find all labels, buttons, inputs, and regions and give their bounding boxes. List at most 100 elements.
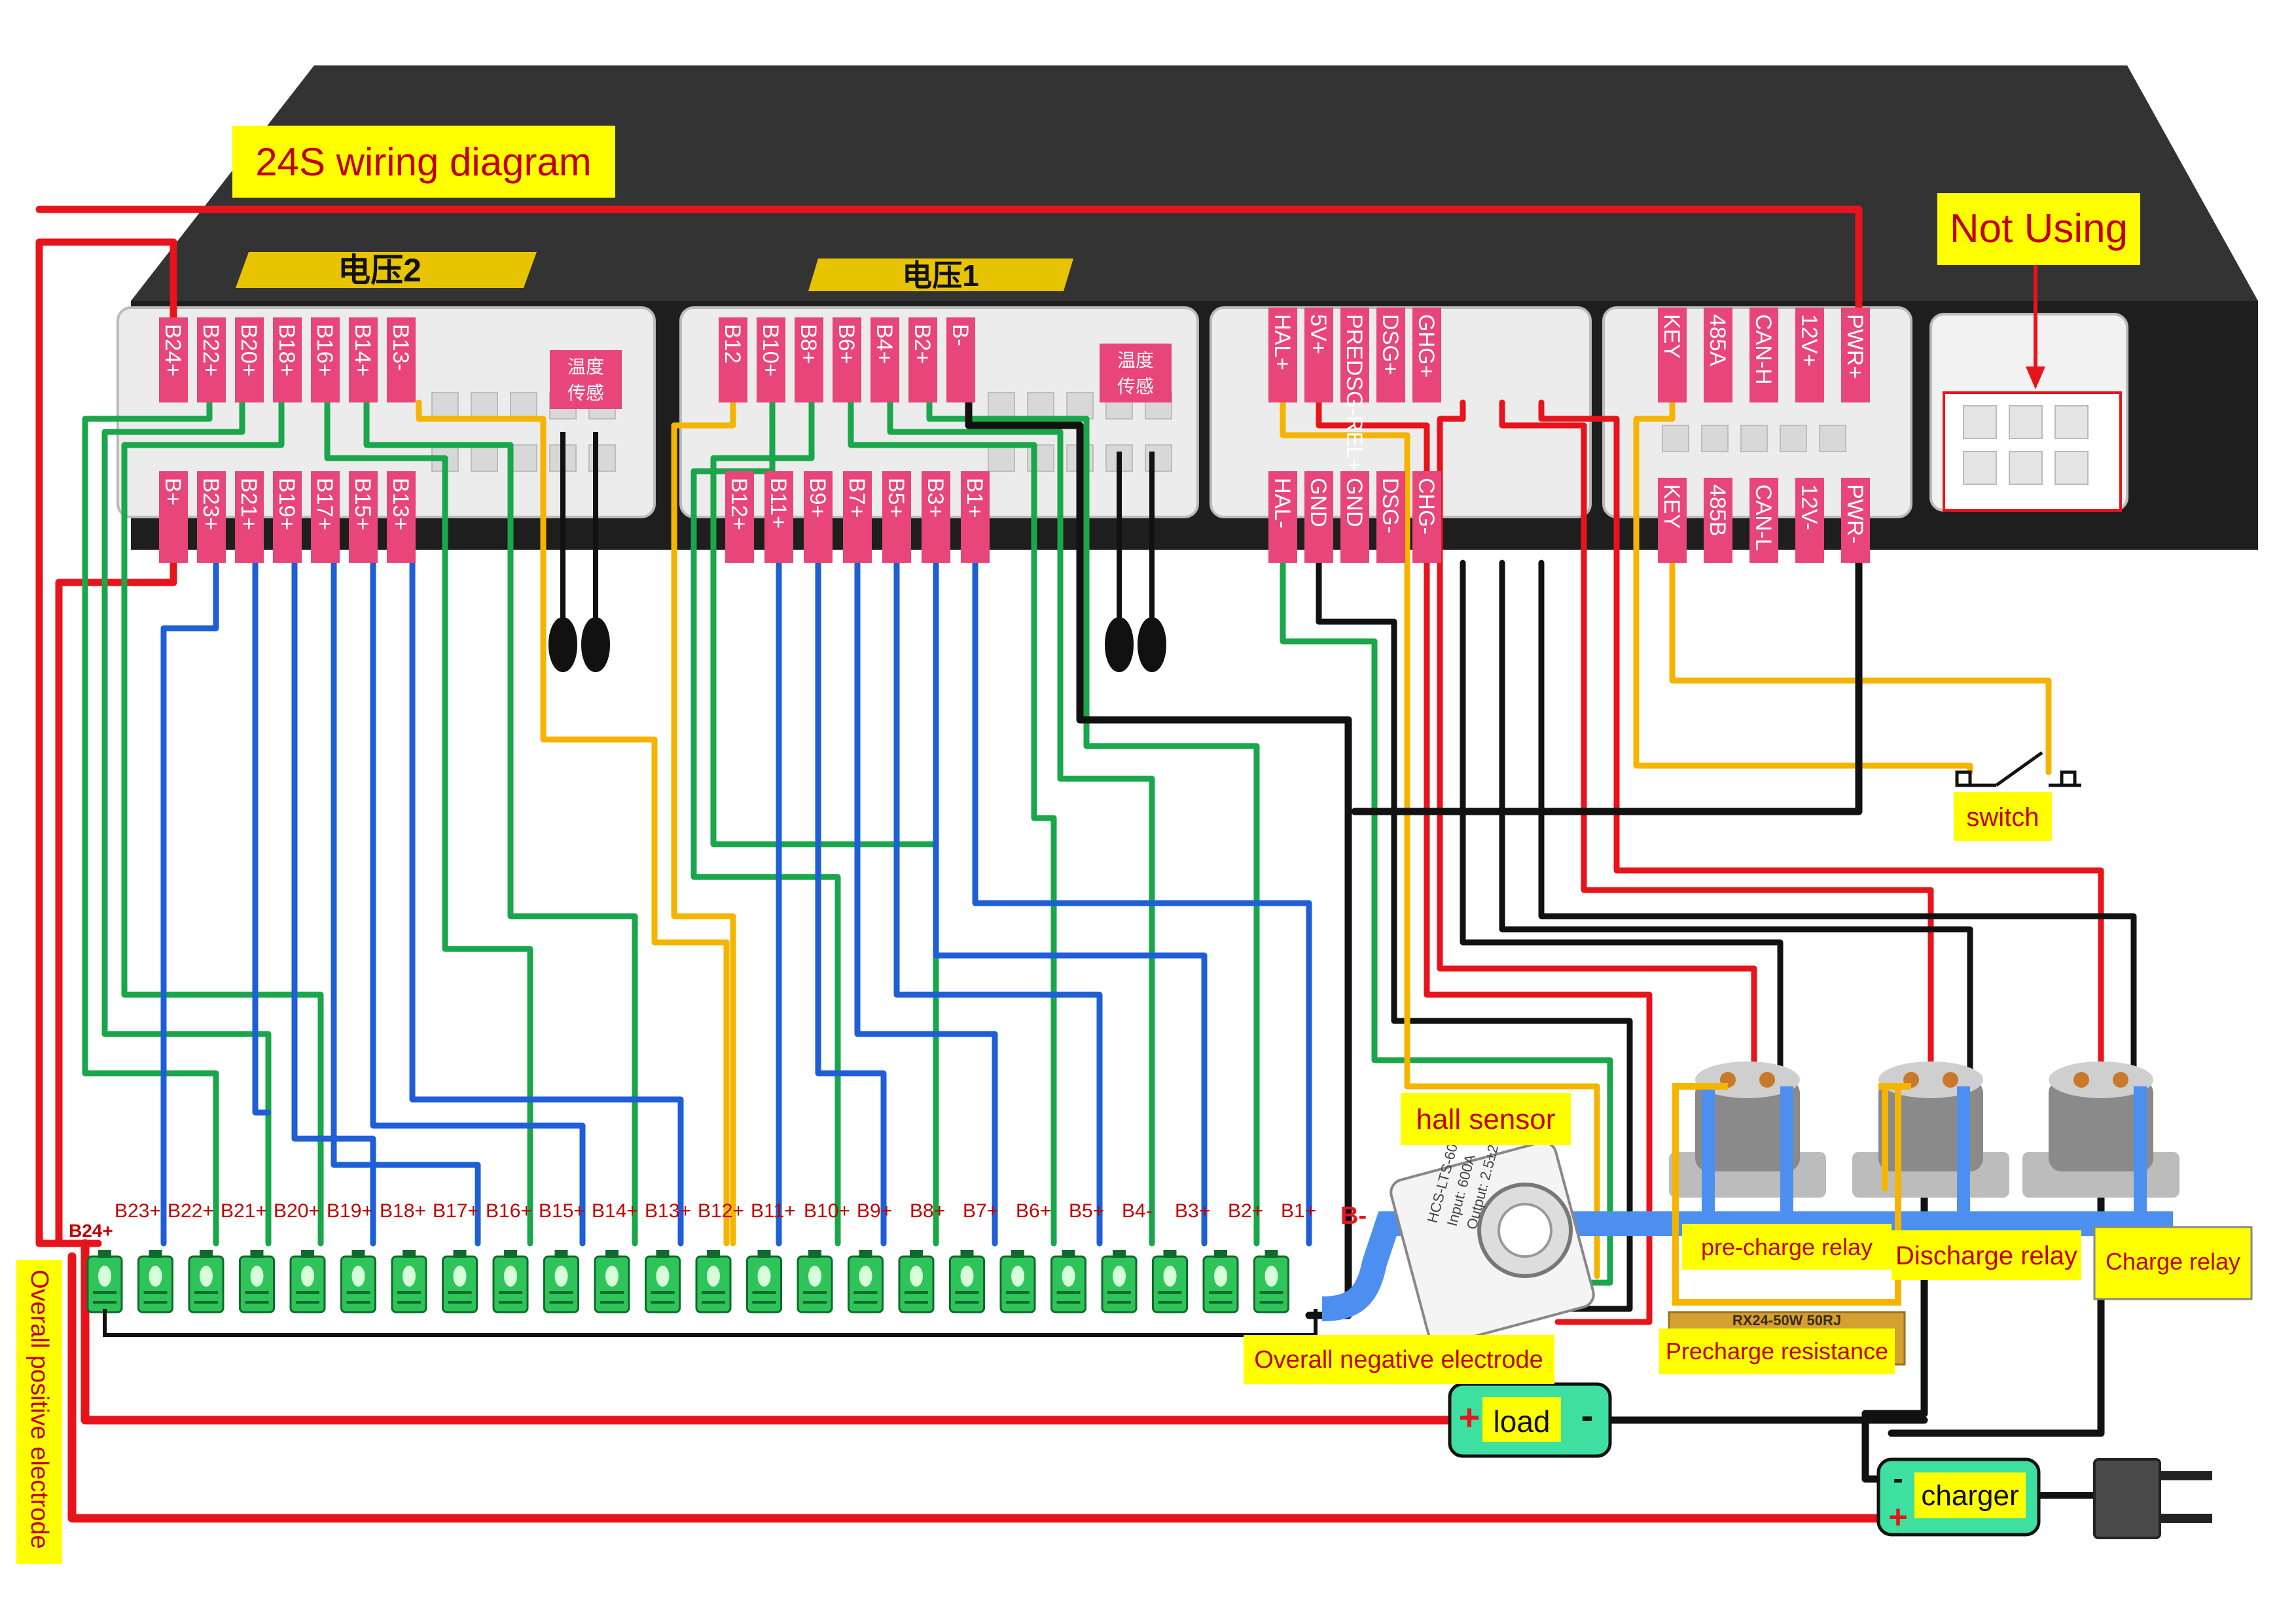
pin-label: B12+ [726, 478, 751, 530]
battery-cell-icon [898, 1250, 935, 1313]
wire-green [121, 399, 324, 1247]
battery-cell-icon [797, 1250, 833, 1313]
pin-label: B21+ [236, 478, 261, 530]
cell-labels: B24+B23+B22+B21+B20+B19+B18+B17+B16+B15+… [69, 1200, 1367, 1241]
cell-label: B23+ [115, 1200, 161, 1222]
wire-green [887, 399, 1155, 1247]
cell-label: B3+ [1175, 1200, 1210, 1222]
pin-label: DSG- [1378, 478, 1403, 533]
cell-label: B12+ [698, 1200, 744, 1222]
wire-positive-charger [67, 1252, 1903, 1523]
wire-yellow [416, 399, 730, 1247]
pin-connector_v2_bottom-1: B23+ [197, 471, 226, 563]
precharge-relay-label: pre-charge relay [1701, 1234, 1873, 1260]
pin-label: HAL- [1270, 478, 1295, 528]
cell-label: B7+ [963, 1200, 998, 1222]
wire-yellow-hal [1280, 399, 1600, 1279]
pin-label: B17+ [312, 478, 337, 530]
pin-connector_v2_top-1: B22+ [197, 317, 226, 402]
bms-box [117, 65, 2258, 550]
connector-pins: B24+B22+B20+B18+B16+B14+B13-B+B23+B21+B1… [159, 308, 1870, 563]
pin-connector_v2_bottom-3: B19+ [273, 471, 302, 563]
temp-sensor-line2: 传感 [1117, 376, 1154, 397]
cell-label: B22+ [168, 1200, 214, 1222]
pin-connector_v1_top-1: B10+ [757, 317, 785, 402]
charger-terminal [1876, 1457, 2041, 1537]
charge-label-box [2093, 1226, 2253, 1300]
pin-connector_comm_bottom-3: 12V- [1795, 478, 1824, 563]
cell-label: B21+ [221, 1200, 267, 1222]
pin-connector_v1_bottom-3: B7+ [843, 471, 872, 563]
pin-connector_v2_bottom-4: B17+ [311, 471, 340, 563]
cell-label: B4- [1122, 1200, 1153, 1222]
pin-connector_v1_top-4: B4+ [870, 317, 899, 402]
pin-label: B4+ [872, 324, 897, 364]
pin-connector_v2_top-4: B16+ [311, 317, 340, 402]
pin-connector_comm_bottom-1: 485B [1704, 478, 1732, 563]
pin-connector_v1_bottom-4: B5+ [882, 471, 911, 563]
pin-connector_v1_top-6: B- [946, 317, 975, 402]
battery-cell-icon [1101, 1250, 1138, 1313]
pin-label: DSG+ [1378, 314, 1403, 376]
relay-icons [1669, 1061, 2179, 1306]
pin-label: B+ [160, 478, 185, 506]
cell-label: B6+ [1016, 1200, 1051, 1222]
wire-blue [972, 560, 1312, 1247]
cell-label: B18+ [380, 1200, 426, 1222]
wire-black-pwr [1351, 559, 1863, 815]
wire-green-hal [1280, 560, 1613, 1286]
charger-plus: + [1888, 1499, 1907, 1535]
pin-label: KEY [1659, 314, 1684, 359]
temp-sensor-tag-1: 温度 传感 [550, 350, 622, 409]
battery-cell-icon [645, 1250, 681, 1313]
pin-connector_comm_top-1: 485A [1704, 308, 1732, 402]
pin-connector_v1_bottom-5: B3+ [922, 471, 950, 563]
charger-minus: - [1893, 1461, 1903, 1495]
pin-connector_v2_bottom-0: B+ [159, 471, 188, 563]
pin-label: B9+ [805, 478, 830, 518]
battery-cell-icon [289, 1250, 326, 1313]
pin-label: B3+ [923, 478, 948, 518]
wire-blue [370, 560, 586, 1247]
pin-label: B19+ [274, 478, 299, 530]
cell-label: B13+ [645, 1200, 691, 1222]
not-using-label: Not Using [1950, 206, 2128, 251]
cell-label: B20+ [274, 1200, 320, 1222]
wire-green [101, 399, 272, 1247]
pin-label: B- [948, 324, 973, 346]
temp-sensor-line1: 温度 [567, 357, 604, 377]
battery-cell-icon [999, 1250, 1036, 1313]
pin-label: 12V+ [1797, 314, 1821, 366]
wire-yellow [671, 399, 736, 1247]
wire-black-gnd [1316, 560, 1633, 1312]
pin-label: B13+ [388, 478, 413, 530]
pin-connector_ctrl_top-4: GHG+ [1412, 308, 1441, 402]
pin-label: B24+ [160, 324, 185, 376]
wire-black-gnd2 [1460, 560, 1784, 1103]
cell-label: B19+ [327, 1200, 373, 1222]
pin-connector_comm_top-2: CAN-H [1749, 308, 1778, 402]
pin-connector_v1_bottom-2: B9+ [804, 471, 833, 563]
pin-connector_v1_top-5: B2+ [908, 317, 937, 402]
battery-cell-icon [391, 1250, 427, 1313]
discharge-label-box [1892, 1230, 2081, 1280]
bus-bar [1321, 1211, 2173, 1321]
pin-label: PWR- [1842, 484, 1867, 544]
not-using-box [1937, 193, 2140, 389]
cell-label: B14+ [592, 1200, 638, 1222]
pin-label: GHG+ [1414, 314, 1439, 378]
battery-cells [86, 1250, 1289, 1313]
board-label-voltage1: 电压1 [902, 259, 979, 293]
wire-green [324, 399, 533, 1247]
load-minus: - [1581, 1395, 1594, 1436]
cell-links [103, 1309, 1318, 1337]
cell-label: B15+ [539, 1200, 585, 1222]
pin-connector_comm_bottom-0: KEY [1658, 478, 1687, 563]
pin-label: PREDSG-REL+ [1342, 314, 1367, 472]
pin-connector_v2_top-3: B18+ [273, 317, 302, 402]
pin-connector_ctrl_bottom-1: GND [1304, 471, 1333, 563]
pin-label: CAN-L [1751, 484, 1776, 551]
pin-connector_comm_top-4: PWR+ [1841, 308, 1870, 402]
pin-label: B10+ [758, 324, 783, 376]
battery-cell-icon [594, 1250, 630, 1313]
